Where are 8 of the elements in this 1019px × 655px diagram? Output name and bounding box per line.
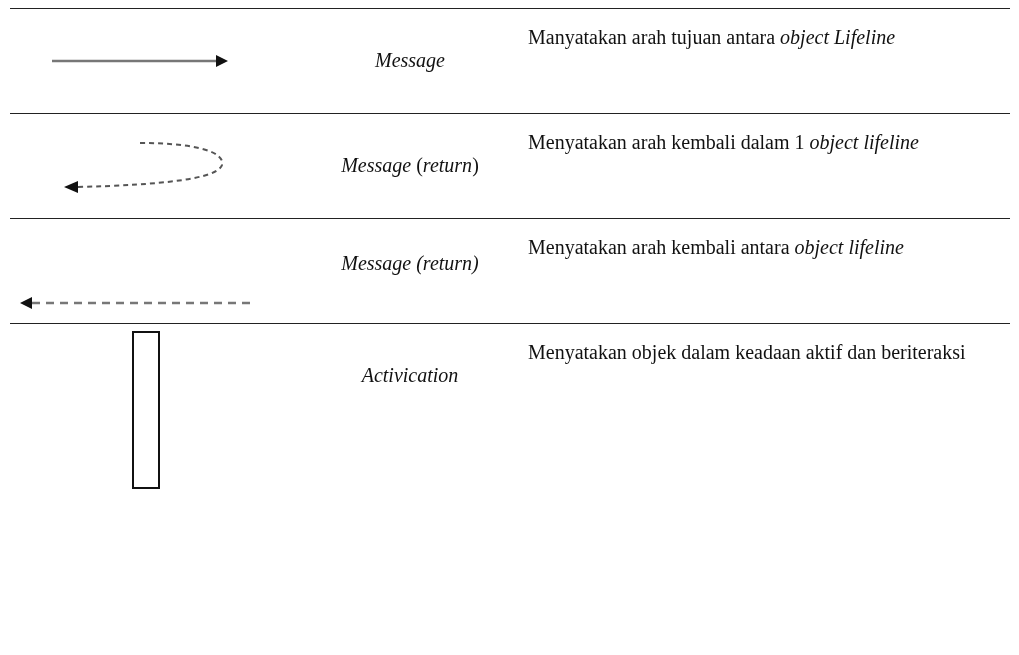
symbol-name: Activication — [361, 364, 459, 387]
symbol-name: Message (return) — [341, 252, 479, 275]
symbol-description: Menyatakan arah kembali dalam 1 object lifeline — [528, 130, 920, 156]
symbol-description: Menyatakan arah kembali antara object lifeline — [528, 235, 905, 261]
symbol-name: Message — [375, 49, 445, 72]
symbol-name: Message (return) — [341, 154, 479, 177]
symbol-description: Menyatakan objek dalam keadaan aktif dan beriteraksi — [528, 340, 967, 366]
symbol-description: Manyatakan arah tujuan antara object Lifeline — [528, 25, 897, 51]
